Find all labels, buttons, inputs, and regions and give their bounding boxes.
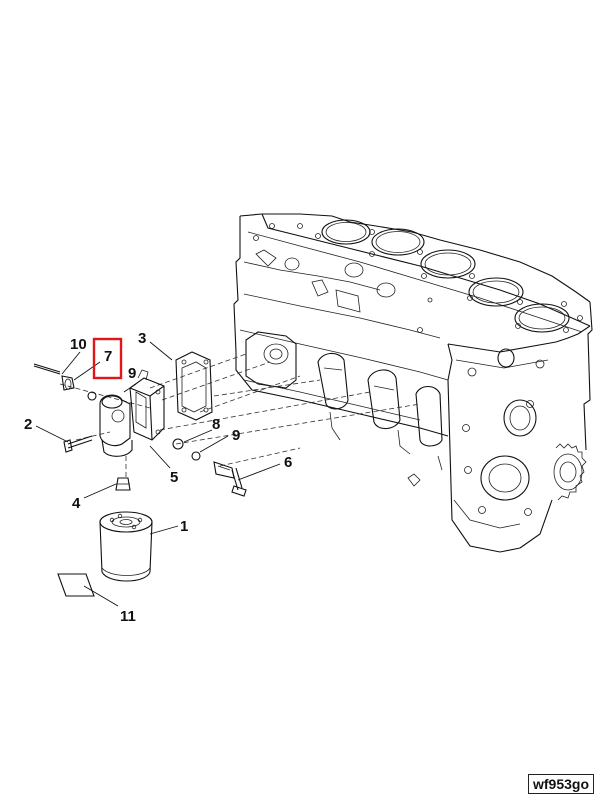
callout-1: 1 — [180, 518, 188, 535]
cylinder-bores — [321, 219, 570, 333]
part-6-adapter — [213, 461, 247, 497]
callout-3: 3 — [138, 330, 146, 347]
engine-block — [233, 213, 593, 553]
callout-8: 8 — [212, 416, 220, 433]
oil-filter — [99, 511, 153, 582]
part-10-pin — [33, 363, 61, 375]
part-2-screw — [63, 435, 93, 453]
part-4-nipple — [115, 477, 131, 491]
callout-10: 10 — [70, 336, 87, 353]
leader-lines — [35, 341, 281, 607]
callout-7-highlight — [92, 337, 123, 380]
callout-7: 7 — [104, 348, 112, 365]
part-11-label — [57, 573, 95, 597]
part-9-oring-upper — [87, 391, 97, 401]
callout-9-lower: 9 — [232, 427, 240, 444]
part-7-plug — [61, 375, 75, 391]
callout-11: 11 — [120, 608, 136, 625]
callout-5: 5 — [170, 469, 178, 486]
part-8-oring — [172, 438, 184, 450]
callout-9-upper: 9 — [128, 365, 136, 382]
part-9-oring-lower — [191, 451, 201, 461]
assembly-lines — [59, 353, 421, 480]
oil-cooler-gasket — [175, 351, 213, 421]
callout-2: 2 — [24, 416, 32, 433]
deck-holes — [253, 223, 583, 333]
callout-6: 6 — [284, 454, 292, 471]
callouts: 10 7 9 3 2 8 9 5 6 4 1 11 — [24, 330, 292, 625]
callout-4: 4 — [72, 495, 81, 512]
reference-code: wf953go — [528, 774, 594, 794]
oil-filter-head — [99, 369, 165, 457]
